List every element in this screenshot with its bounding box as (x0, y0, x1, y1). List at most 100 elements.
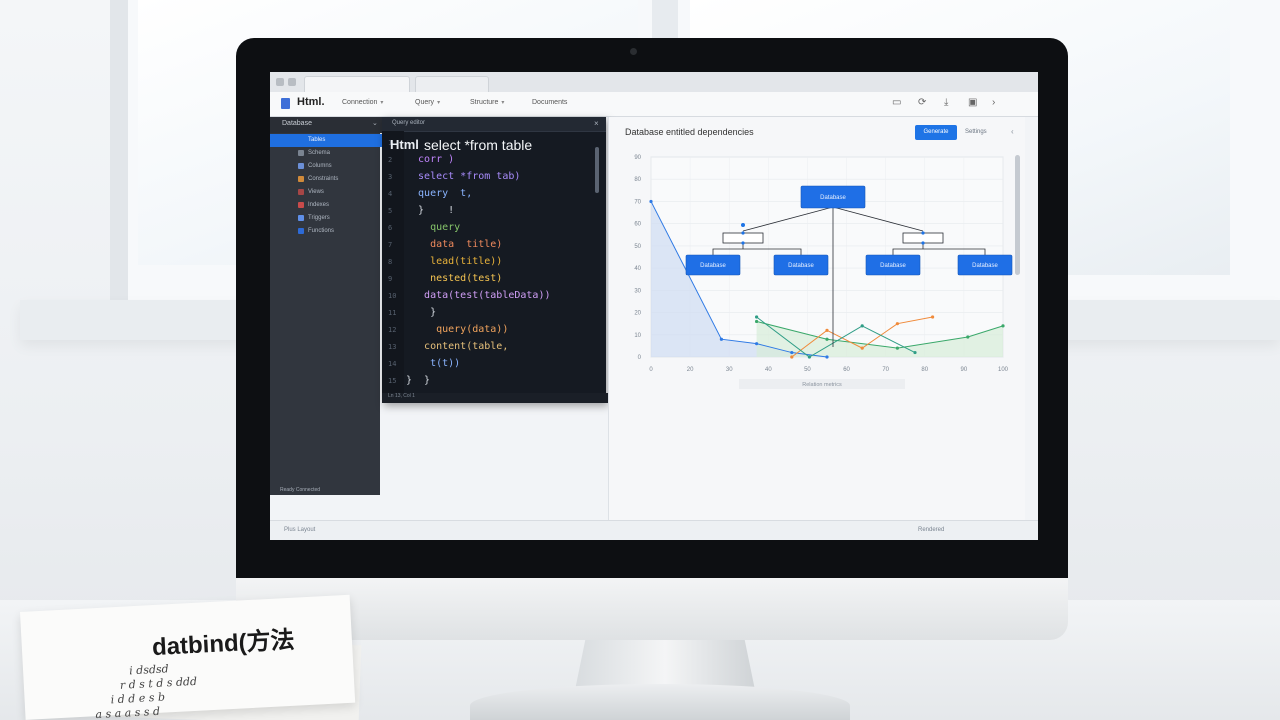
sidebar-item-label: Functions (308, 228, 335, 234)
minimize-window-icon[interactable] (288, 78, 296, 86)
tree-node (773, 254, 829, 276)
editor-status: Ln 13, Col 1 (382, 393, 612, 403)
menu-structure[interactable]: Structure▾ (470, 99, 505, 106)
table-icon (298, 137, 304, 143)
sidebar-item-views[interactable]: Views (270, 186, 384, 199)
code-line: lead(title)) (406, 256, 503, 267)
window-icon[interactable]: ▭ (892, 97, 902, 108)
browser-tab-active[interactable] (304, 76, 410, 92)
sidebar-item-label: Tables (308, 137, 326, 143)
note-title: datbind(方法 (151, 626, 296, 662)
sidebar-header[interactable]: Database ⌄ (270, 117, 384, 133)
app-logo-icon (281, 98, 290, 109)
y-tick-label: 0 (638, 355, 642, 361)
sidebar-item-schema[interactable]: Schema (270, 147, 384, 160)
table-icon (298, 228, 304, 234)
tree-dot (741, 223, 745, 227)
x-tick-label: 90 (961, 367, 968, 373)
line-number: 7 (388, 241, 393, 249)
sidebar-item-columns[interactable]: Columns (270, 160, 384, 173)
data-point (966, 335, 970, 339)
sidebar-item-indexes[interactable]: Indexes (270, 199, 384, 212)
sidebar-item-label: Columns (308, 163, 332, 169)
sidebar-item-label: Schema (308, 150, 331, 156)
screen: Html. Connection▾ Query▾ Structure▾ Docu… (270, 72, 1038, 540)
y-tick-label: 80 (634, 177, 641, 183)
close-window-icon[interactable] (276, 78, 284, 86)
note-line-1: i dsdsd (128, 662, 169, 678)
chevron-right-icon[interactable]: › (992, 97, 996, 108)
code-line: } ! (406, 205, 455, 216)
code-line: query t, (406, 188, 473, 199)
code-line: content(table, (406, 341, 509, 352)
chevron-down-icon[interactable]: ⌄ (372, 120, 378, 127)
tree-node (800, 185, 866, 209)
table-icon (298, 176, 304, 182)
line-number: 12 (388, 326, 397, 334)
panel-scrollbar[interactable] (1015, 155, 1020, 275)
note-line-4: a s a a s s d (95, 704, 161, 720)
browser-tab-2[interactable] (415, 76, 489, 92)
table-icon (298, 189, 304, 195)
editor-scrollbar[interactable] (595, 147, 599, 193)
y-tick-label: 40 (634, 266, 641, 272)
menu-connection[interactable]: Connection▾ (342, 99, 384, 106)
data-point (825, 328, 829, 332)
y-tick-label: 90 (634, 155, 641, 161)
data-point (790, 350, 794, 355)
tree-node (957, 254, 1013, 276)
tree-dot (921, 241, 925, 245)
data-point (755, 342, 759, 346)
code-line: query(data)) (406, 324, 509, 335)
editor-header: Query editor × (382, 117, 606, 132)
sidebar-item-constraints[interactable]: Constraints (270, 173, 384, 186)
y-tick-label: 30 (634, 288, 641, 294)
code-line: data title) (406, 239, 503, 250)
sidebar-item-tables[interactable]: Tables (270, 134, 384, 147)
chevron-left-icon[interactable]: ‹ (1011, 127, 1014, 136)
code-line: } } (406, 375, 431, 386)
editor-title: Html (390, 137, 419, 152)
tree-node-label: Database (880, 263, 906, 269)
x-tick-label: 40 (765, 367, 772, 373)
menu-documents[interactable]: Documents (532, 99, 568, 106)
data-point (895, 322, 899, 326)
close-icon[interactable]: × (594, 119, 599, 128)
menu-bar: Html. Connection▾ Query▾ Structure▾ Docu… (270, 92, 1038, 117)
download-icon[interactable]: ⤓ (944, 97, 949, 108)
tree-node (865, 254, 921, 276)
line-number: 5 (388, 207, 393, 215)
status-right: Rendered (918, 527, 945, 533)
panel-title: Database entitled dependencies (625, 127, 754, 137)
x-tick-label: 100 (998, 367, 1009, 373)
line-number: 6 (388, 224, 393, 232)
table-icon (298, 163, 304, 169)
line-number: 9 (388, 275, 393, 283)
line-number: 10 (388, 292, 397, 300)
refresh-icon[interactable]: ⟳ (918, 97, 927, 108)
generate-button[interactable]: Generate (915, 125, 957, 140)
table-icon (298, 215, 304, 221)
menu-query[interactable]: Query▾ (415, 99, 441, 106)
tree-node-label: Database (820, 195, 846, 201)
line-number: 11 (388, 309, 397, 317)
monitor-chin (236, 578, 1068, 640)
table-icon (298, 150, 304, 156)
settings-link[interactable]: Settings (965, 129, 987, 135)
tree-dot (741, 231, 745, 235)
x-tick-label: 70 (882, 367, 889, 373)
sidebar-item-label: Constraints (308, 176, 339, 182)
data-point (860, 324, 864, 328)
sidebar-item-triggers[interactable]: Triggers (270, 212, 384, 225)
code-line: data(test(tableData)) (406, 290, 551, 301)
line-number: 13 (388, 343, 397, 351)
sidebar-item-functions[interactable]: Functions (270, 225, 384, 238)
sidebar-item-label: Views (308, 189, 324, 195)
line-number: 14 (388, 360, 397, 368)
series-line (756, 316, 916, 358)
save-icon[interactable]: ▣ (968, 97, 978, 108)
series-area (651, 201, 827, 357)
